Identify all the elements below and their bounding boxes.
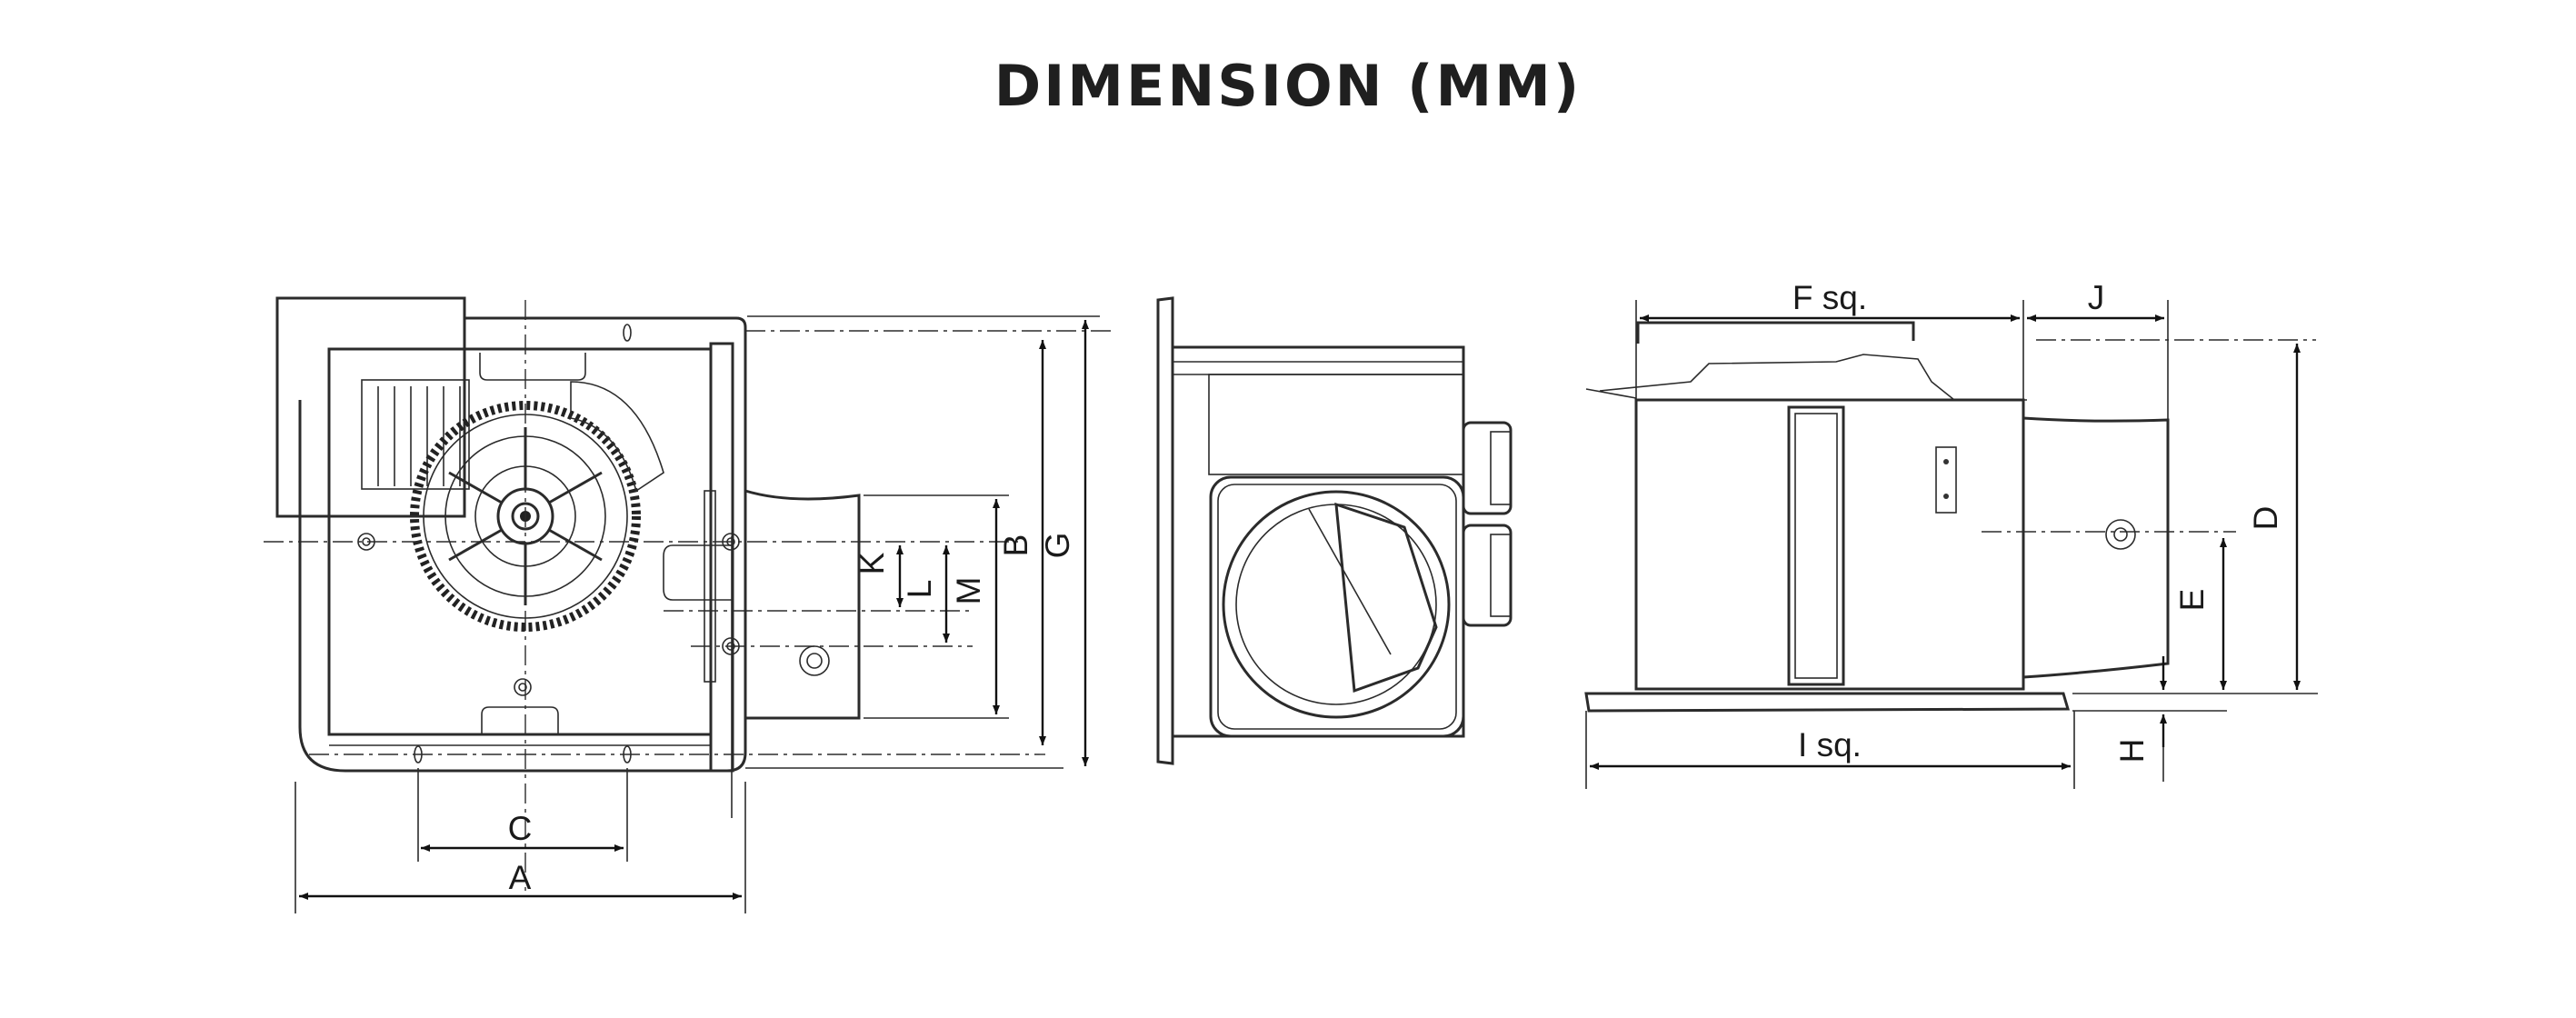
label-h: H: [2113, 739, 2151, 764]
label-j: J: [2088, 279, 2105, 316]
label-m: M: [950, 577, 987, 605]
front-housing: [1634, 398, 2025, 691]
label-f: F sq.: [1792, 279, 1867, 316]
label-c: C: [508, 810, 533, 847]
side-housing: [1171, 345, 1465, 738]
front-duct: [2022, 416, 2170, 679]
label-k: K: [854, 552, 891, 574]
label-b: B: [997, 534, 1034, 557]
vent-grille: [361, 379, 470, 490]
bottom-view: A C B G M L K: [264, 296, 1113, 913]
front-view: F sq. J I sq. D E H: [1584, 279, 2318, 789]
side-flange: [1156, 296, 1174, 765]
page-title: DIMENSION (MM): [993, 53, 1583, 119]
label-e: E: [2173, 589, 2211, 612]
outlet-collar: [1222, 490, 1451, 719]
top-bracket: [1636, 321, 1915, 344]
duct: [744, 489, 861, 720]
label-d: D: [2247, 506, 2284, 531]
ceiling-plate: [1584, 692, 2071, 713]
label-l: L: [901, 580, 938, 599]
junction-box: [275, 296, 466, 518]
outer-flange: [298, 316, 747, 773]
label-i: I sq.: [1798, 726, 1862, 764]
label-a: A: [509, 859, 532, 896]
label-g: G: [1039, 533, 1076, 559]
side-view: [1156, 296, 1513, 765]
